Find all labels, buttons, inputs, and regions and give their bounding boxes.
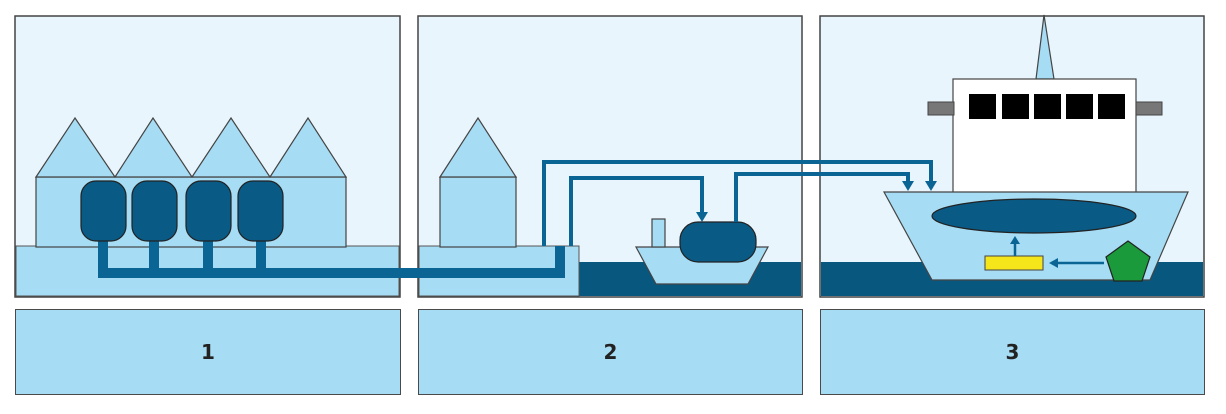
arrow-up-to-tank	[1010, 236, 1020, 244]
panel-2-label-box: 2	[418, 309, 803, 395]
plant-roof-2	[113, 116, 194, 178]
panel-3-flow-arrows	[1010, 236, 1104, 268]
storage-tank-1	[80, 180, 127, 242]
panel-1-label-box: 1	[15, 309, 401, 395]
plant-roof-3	[190, 116, 272, 178]
arrow-to-ship-2	[925, 181, 937, 191]
panel-3-label: 3	[1005, 340, 1020, 364]
transfer-pipe	[98, 246, 565, 278]
arrow-left-to-engine	[1049, 258, 1058, 268]
fuel-source-pentagon	[1105, 240, 1151, 282]
terminal-roof	[438, 116, 518, 178]
engine-unit	[984, 255, 1044, 271]
storage-tank-3	[185, 180, 232, 242]
terminal-building	[439, 176, 517, 248]
ship-fuel-tank	[931, 198, 1137, 234]
panel-3-label-box: 3	[820, 309, 1205, 395]
arrow-heads	[696, 181, 937, 222]
arrow-to-ship-1	[902, 181, 914, 191]
plant-roof-1	[34, 116, 117, 178]
storage-tank-2	[131, 180, 178, 242]
arrow-to-bunker-tank	[696, 212, 708, 222]
storage-tank-4	[237, 180, 284, 242]
bridge-wing-right	[1135, 101, 1163, 116]
panel-2-label: 2	[603, 340, 618, 364]
bridge-windows	[969, 94, 1125, 119]
panel-2-pipes	[542, 160, 933, 246]
plant-roof-4	[268, 116, 348, 178]
panel-1-label: 1	[201, 340, 215, 364]
bunker-ship-tank	[679, 221, 757, 263]
bridge-wing-left	[927, 101, 955, 116]
bunker-ship-mast	[651, 218, 666, 248]
